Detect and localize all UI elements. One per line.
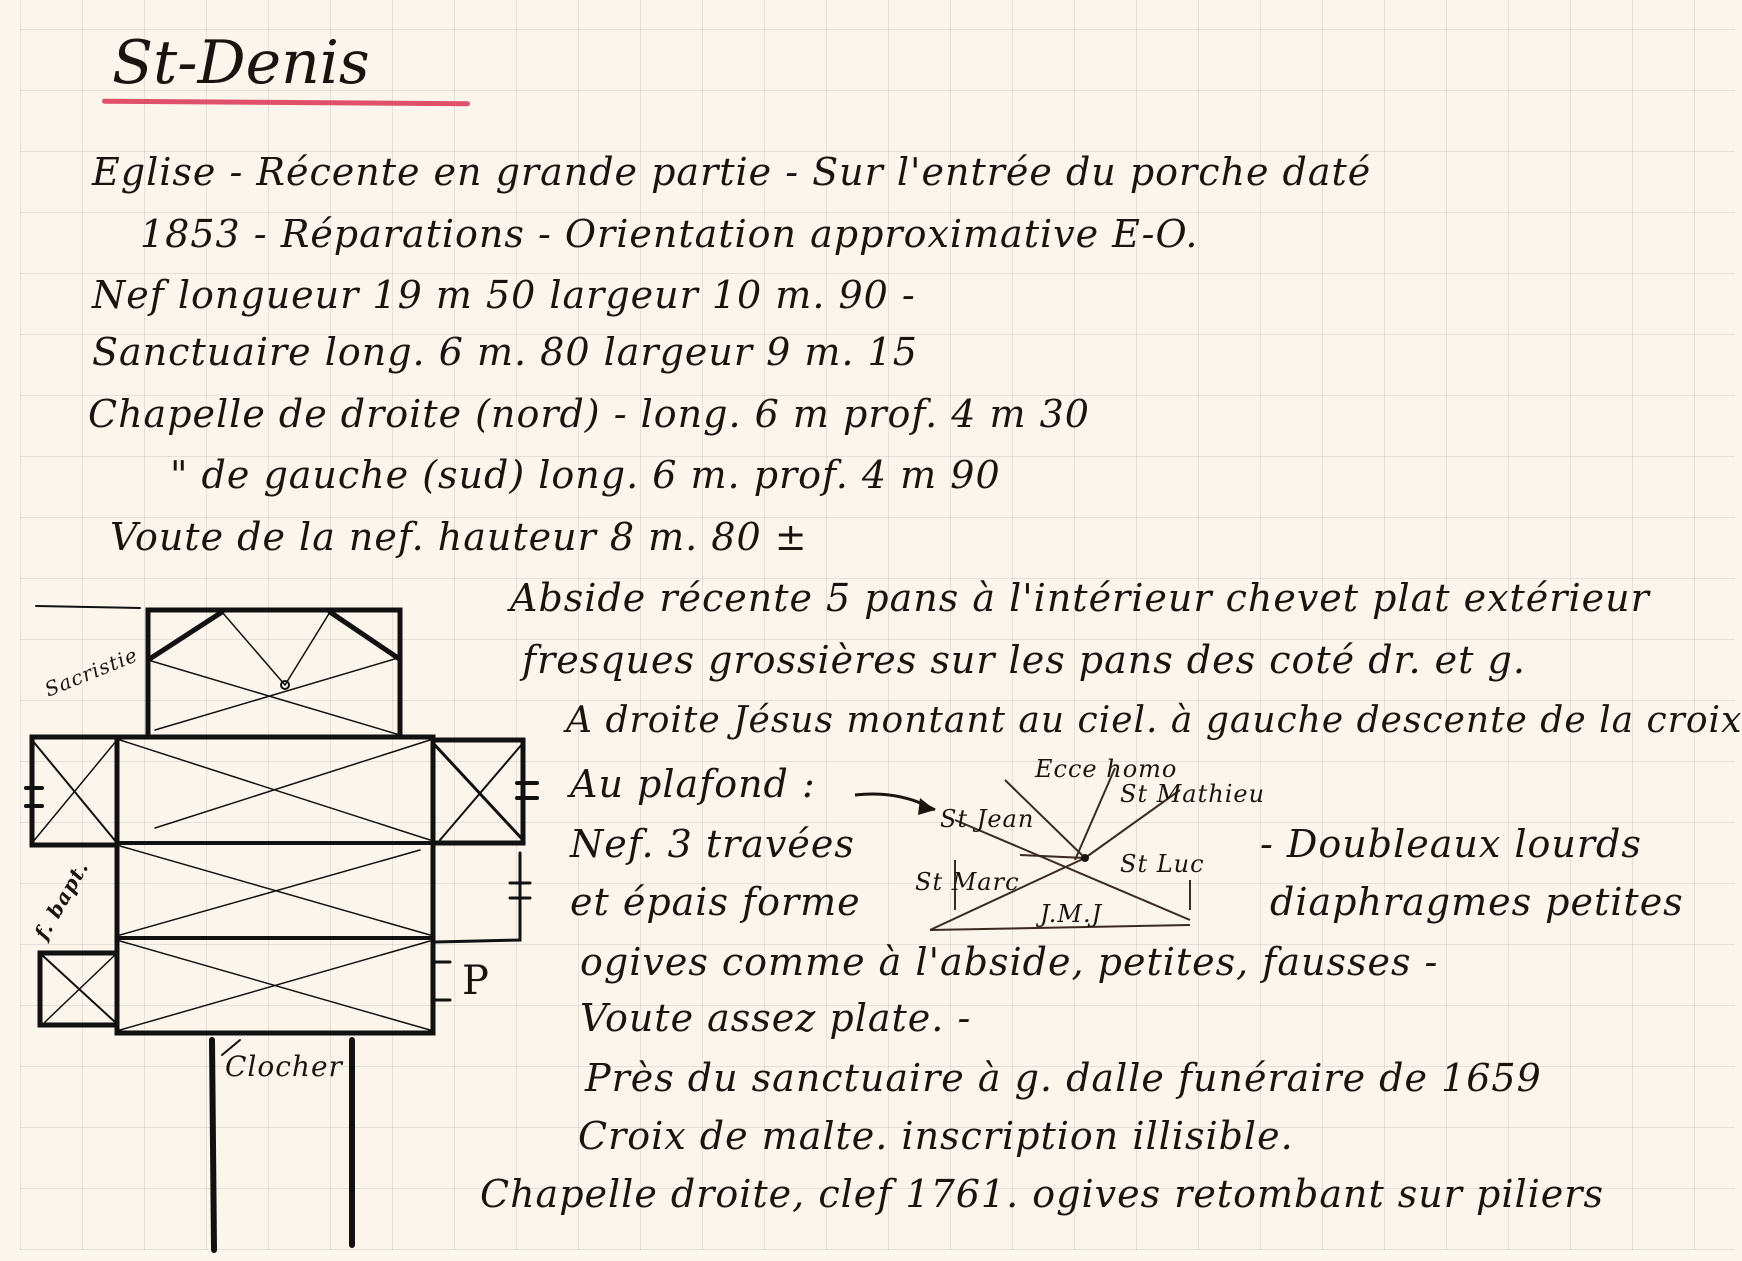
text-line: 1853 - Réparations - Orientation approxi… bbox=[140, 212, 1199, 256]
ceiling-label-top-right: St Mathieu bbox=[1120, 780, 1266, 808]
text-line: ogives comme à l'abside, petites, fausse… bbox=[580, 940, 1439, 984]
text-line: " de gauche (sud) long. 6 m. prof. 4 m 9… bbox=[170, 453, 1001, 497]
page-title: St-Denis bbox=[112, 28, 370, 98]
text-line: Près du sanctuaire à g. dalle funéraire … bbox=[585, 1056, 1542, 1100]
text-line: Au plafond : bbox=[570, 762, 816, 806]
text-line: Voute de la nef. hauteur 8 m. 80 ± bbox=[110, 515, 808, 559]
text-line: Sanctuaire long. 6 m. 80 largeur 9 m. 15 bbox=[92, 330, 918, 374]
text-line: diaphragmes petites bbox=[1270, 880, 1684, 924]
text-line: et épais forme bbox=[570, 880, 861, 924]
text-line: Chapelle de droite (nord) - long. 6 m pr… bbox=[88, 392, 1090, 436]
text-line: Croix de malte. inscription illisible. bbox=[578, 1114, 1294, 1158]
text-line: Abside récente 5 pans à l'intérieur chev… bbox=[510, 576, 1650, 620]
ceiling-label-left-top: St Jean bbox=[940, 805, 1035, 833]
text-line: A droite Jésus montant au ciel. à gauche… bbox=[566, 700, 1742, 741]
ceiling-label-top: Ecce homo bbox=[1035, 755, 1178, 783]
text-line: - Doubleaux lourds bbox=[1260, 822, 1642, 866]
text-line: Eglise - Récente en grande partie - Sur … bbox=[92, 150, 1372, 194]
text-line: fresques grossières sur les pans des cot… bbox=[522, 638, 1526, 682]
ceiling-label-left: St Marc bbox=[915, 868, 1020, 896]
plan-label-porch: P bbox=[462, 958, 490, 1004]
text-line: Nef longueur 19 m 50 largeur 10 m. 90 - bbox=[92, 273, 916, 317]
text-line: Nef. 3 travées bbox=[570, 822, 855, 866]
text-line: Chapelle droite, clef 1761. ogives retom… bbox=[480, 1172, 1604, 1216]
ceiling-label-bottom: J.M.J bbox=[1040, 900, 1103, 928]
ceiling-label-right: St Luc bbox=[1120, 850, 1205, 878]
text-line: Voute assez plate. - bbox=[580, 996, 972, 1040]
plan-label-clocher: Clocher bbox=[225, 1050, 343, 1083]
notebook-page bbox=[20, 0, 1735, 1250]
